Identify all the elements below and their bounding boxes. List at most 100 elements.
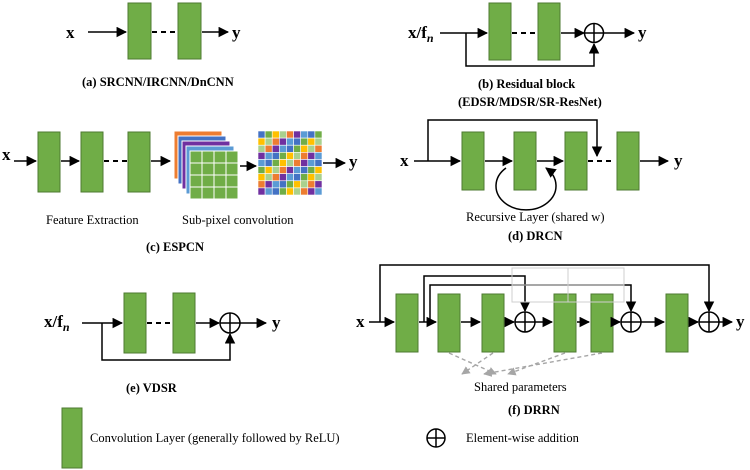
mosaic-cell [300, 173, 309, 182]
output-label: y [736, 312, 745, 331]
mosaic-cell [314, 180, 323, 189]
mosaic-cell [279, 159, 287, 167]
mosaic-cell [293, 166, 301, 174]
legend-conv-swatch [61, 407, 83, 469]
panel-caption: (b) Residual block [478, 77, 575, 91]
mosaic-cell [257, 159, 266, 167]
mosaic-cell [314, 166, 323, 174]
panel-f: x [356, 264, 745, 417]
mosaic-cell [271, 166, 280, 174]
addition-node [219, 312, 241, 334]
mosaic-cell [279, 173, 287, 182]
addition-node [620, 311, 642, 333]
mosaic-cell [314, 130, 323, 139]
conv-block-shared-2 [590, 293, 614, 353]
conv-block [461, 131, 485, 191]
addition-node [698, 311, 720, 333]
mosaic-cell [257, 152, 266, 160]
mosaic-cell [314, 144, 323, 153]
addition-node [583, 22, 605, 44]
mosaic-cell [264, 130, 273, 139]
shared-parameter-links [448, 352, 603, 377]
conv-block [537, 2, 561, 61]
mosaic-cell [293, 130, 301, 139]
mosaic-cell [286, 144, 294, 153]
mosaic-cell [286, 159, 294, 167]
legend-addition-label: Element-wise addition [466, 431, 580, 445]
mosaic-cell [257, 187, 266, 196]
panel-b: x/fn y (b) Residual block (EDSR/MDSR/SR-… [408, 2, 647, 109]
input-label: x [2, 145, 11, 164]
mosaic-cell [264, 159, 273, 167]
feature-extraction-label: Feature Extraction [46, 213, 139, 227]
mosaic-cell [293, 180, 301, 189]
conv-block [123, 292, 147, 354]
panel-a: x y (a) SRCNN/IRCNN/DnCNN [66, 2, 241, 89]
mosaic-cell [314, 187, 323, 196]
recursion-loop [495, 167, 557, 211]
mosaic-cell [307, 152, 316, 160]
mosaic-cell [300, 144, 309, 153]
recursive-layer-label: Recursive Layer (shared w) [466, 210, 604, 224]
mosaic-cell [264, 187, 273, 196]
input-label: x/fn [44, 312, 70, 334]
mosaic-cell [286, 130, 294, 139]
mosaic-cell [257, 137, 266, 146]
subpixel-output-grid [257, 130, 323, 196]
mosaic-cell [307, 187, 316, 196]
input-label: x [356, 312, 365, 331]
output-label: y [232, 23, 241, 42]
mosaic-cell [271, 159, 280, 167]
input-label: x [66, 23, 75, 42]
panel-c: x y Feature Extraction Sub-pixel convolu… [2, 130, 358, 254]
mosaic-cell [279, 137, 287, 146]
mosaic-cell [307, 144, 316, 153]
conv-block [616, 131, 640, 191]
output-label: y [638, 23, 647, 42]
conv-block-recursive [513, 131, 537, 191]
panel-caption: (e) VDSR [126, 381, 178, 395]
panel-d: x y Recursive Layer (shared w) (d) DRCN [400, 119, 683, 243]
panel-e: x/fn y (e) VDSR [44, 292, 281, 395]
conv-block-shared-1 [553, 293, 577, 353]
legend: Convolution Layer (generally followed by… [61, 407, 580, 469]
mosaic-cell [264, 180, 273, 189]
mosaic-cell [279, 152, 287, 160]
conv-block [395, 293, 419, 353]
conv-block [665, 293, 689, 353]
mosaic-cell [271, 152, 280, 160]
addition-node [514, 311, 536, 333]
panel-caption: (c) ESPCN [146, 240, 204, 254]
feature-map-stack [173, 130, 239, 200]
mosaic-cell [314, 159, 323, 167]
mosaic-cell [257, 173, 266, 182]
mosaic-cell [257, 180, 266, 189]
mosaic-cell [300, 152, 309, 160]
mosaic-cell [314, 173, 323, 182]
panel-caption: (a) SRCNN/IRCNN/DnCNN [82, 75, 234, 89]
mosaic-cell [279, 166, 287, 174]
conv-block [127, 131, 151, 193]
mosaic-cell [271, 187, 280, 196]
output-label: y [349, 152, 358, 171]
mosaic-cell [286, 180, 294, 189]
mosaic-cell [271, 137, 280, 146]
mosaic-cell [307, 173, 316, 182]
mosaic-cell [271, 144, 280, 153]
mosaic-cell [257, 144, 266, 153]
mosaic-cell [286, 137, 294, 146]
mosaic-cell [279, 130, 287, 139]
mosaic-cell [286, 173, 294, 182]
mosaic-cell [293, 152, 301, 160]
mosaic-cell [307, 130, 316, 139]
mosaic-cell [264, 152, 273, 160]
mosaic-cell [264, 144, 273, 153]
conv-block [564, 131, 588, 191]
conv-block-shared-1 [437, 293, 461, 353]
mosaic-cell [314, 137, 323, 146]
mosaic-cell [300, 187, 309, 196]
mosaic-cell [271, 130, 280, 139]
panel-caption: (f) DRRN [508, 403, 560, 417]
mosaic-cell [264, 137, 273, 146]
